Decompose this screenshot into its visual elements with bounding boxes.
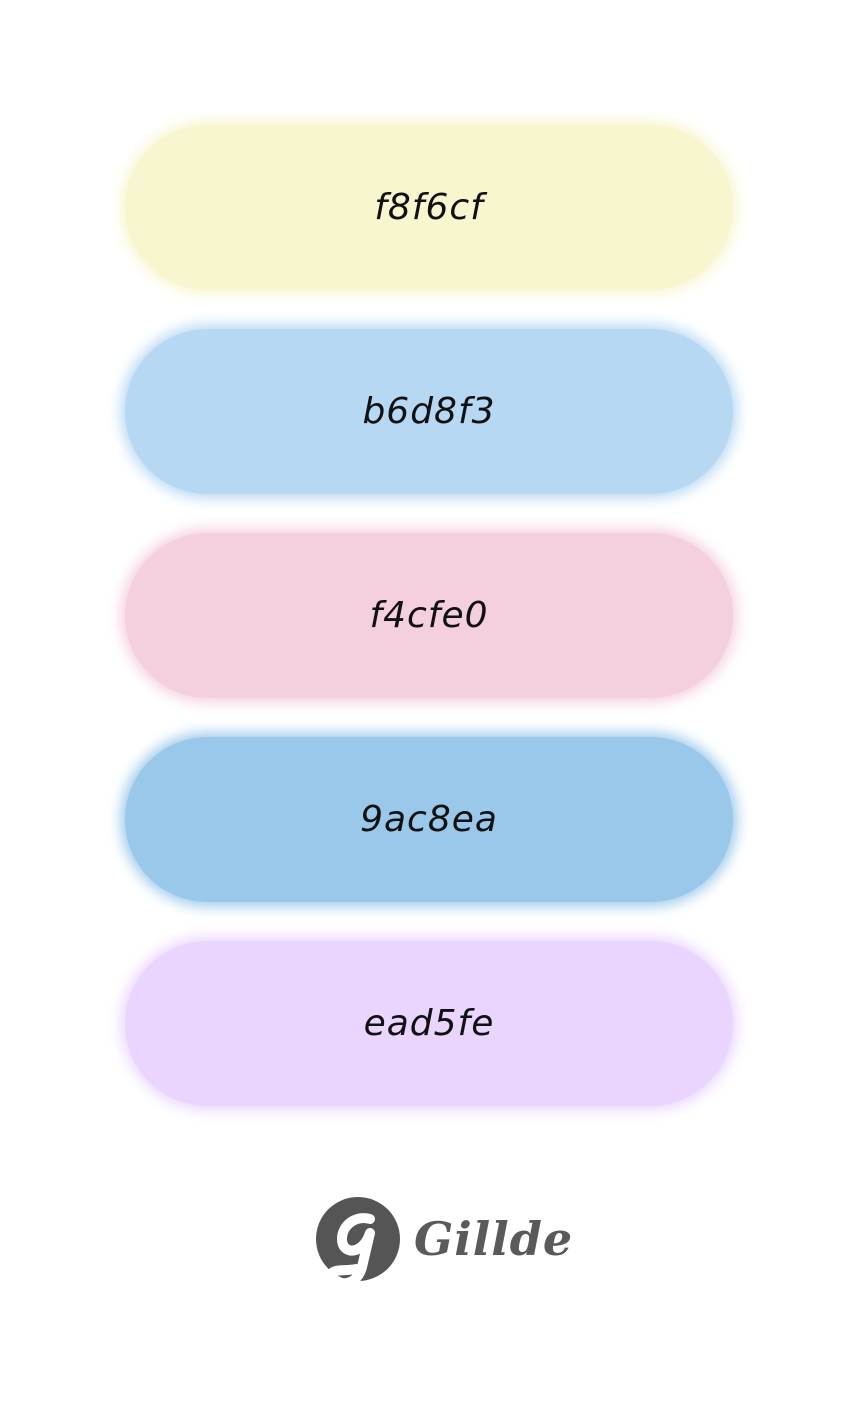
color-palette: f8f6cf b6d8f3 f4cfe0 9ac8ea ead5fe <box>125 125 733 1145</box>
swatch-hex-label: f4cfe0 <box>369 595 489 636</box>
brand-name: Gillde <box>414 1212 574 1266</box>
color-swatch-5[interactable]: ead5fe <box>125 941 733 1106</box>
brand-logo: Gillde <box>316 1193 574 1289</box>
swatch-hex-label: ead5fe <box>363 1003 495 1044</box>
swatch-hex-label: b6d8f3 <box>362 391 496 432</box>
swatch-hex-label: 9ac8ea <box>360 799 498 840</box>
color-swatch-4[interactable]: 9ac8ea <box>125 737 733 902</box>
color-swatch-3[interactable]: f4cfe0 <box>125 533 733 698</box>
color-swatch-1[interactable]: f8f6cf <box>125 125 733 290</box>
swatch-hex-label: f8f6cf <box>374 187 484 228</box>
color-swatch-2[interactable]: b6d8f3 <box>125 329 733 494</box>
gillde-logo-icon <box>316 1197 400 1289</box>
logo-g-glyph-icon <box>325 1213 375 1289</box>
